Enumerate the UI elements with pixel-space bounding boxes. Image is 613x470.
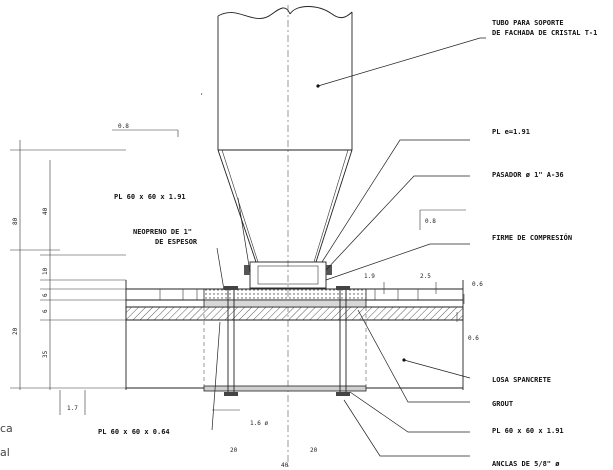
anchor-bolts bbox=[203, 286, 367, 396]
label-pl-e: PL e=1.91 bbox=[492, 128, 530, 136]
label-tube-line1: TUBO PARA SOPORTE bbox=[492, 19, 564, 27]
label-firme: FIRME DE COMPRESIÓN bbox=[492, 233, 572, 242]
dim-v10: 10 bbox=[42, 267, 49, 275]
side-text-al: al bbox=[0, 446, 10, 459]
label-grout: GROUT bbox=[492, 400, 513, 408]
dim-v80: 80 bbox=[12, 217, 19, 225]
dim-06-top: 0.6 bbox=[472, 281, 483, 288]
label-anclas: ANCLAS DE 5/8" ø bbox=[492, 460, 560, 468]
label-pl-left-bottom: PL 60 x 60 x 0.64 bbox=[98, 428, 170, 436]
bottom-plate bbox=[203, 385, 367, 392]
dim-v6b: 6 bbox=[42, 309, 49, 313]
side-text-ca: ca bbox=[0, 422, 13, 435]
dim-08-right: 0.8 bbox=[425, 218, 436, 225]
dim-v6a: 6 bbox=[42, 293, 49, 297]
pin-plate-assembly bbox=[244, 261, 332, 289]
dim-17: 1.7 bbox=[67, 405, 78, 412]
small-mark: , bbox=[200, 89, 204, 96]
dim-20-right: 20 bbox=[310, 447, 318, 454]
support-tube bbox=[217, 6, 353, 263]
label-pasador: PASADOR ø 1" A-36 bbox=[492, 171, 564, 179]
dim-v40: 40 bbox=[42, 207, 49, 215]
hatched-band bbox=[125, 306, 464, 321]
dim-40: 40 bbox=[281, 462, 289, 469]
dim-06-bottom: 0.6 bbox=[468, 335, 479, 342]
label-neopreno-2: DE ESPESOR bbox=[155, 238, 198, 246]
leader-lines bbox=[211, 37, 486, 457]
label-neopreno-1: NEOPRENO DE 1" bbox=[133, 228, 192, 236]
dim-25: 2.5 bbox=[420, 273, 431, 280]
dim-16: 1.6 ø bbox=[250, 420, 268, 427]
label-losa: LOSA SPANCRETE bbox=[492, 376, 551, 384]
dim-v35: 35 bbox=[42, 350, 49, 358]
label-pl-right-bottom: PL 60 x 60 x 1.91 bbox=[492, 427, 564, 435]
label-pl-top: PL 60 x 60 x 1.91 bbox=[114, 193, 186, 201]
dim-v20: 20 bbox=[12, 327, 19, 335]
dim-20-left: 20 bbox=[230, 447, 238, 454]
top-plate bbox=[203, 299, 367, 308]
dim-08-left: 0.8 bbox=[118, 123, 129, 130]
left-dimension-chain bbox=[10, 140, 126, 415]
label-tube-line2: DE FACHADA DE CRISTAL T-1 bbox=[492, 29, 597, 37]
dim-19: 1.9 bbox=[364, 273, 375, 280]
